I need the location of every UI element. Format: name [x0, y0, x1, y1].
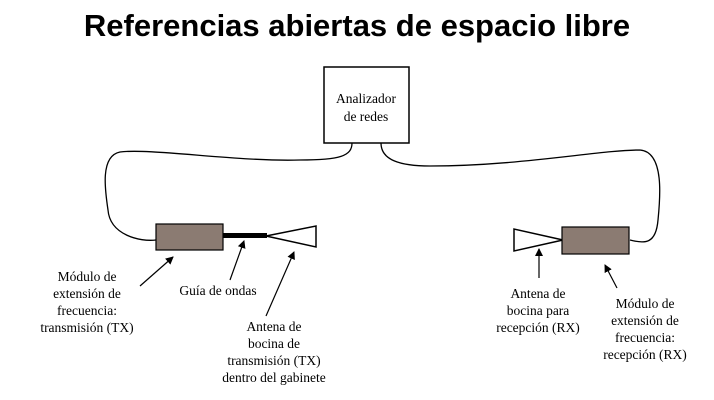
rx-horn-antenna	[513, 228, 564, 252]
network-analyzer-label: Analizador de redes	[336, 91, 396, 124]
arrow-rx-module	[604, 264, 618, 289]
waveguide-label: Guía de ondas	[179, 283, 257, 298]
rx-antenna-label: Antena de bocina para recepción (RX)	[496, 286, 580, 335]
diagram-title: Referencias abiertas de espacio libre	[83, 8, 631, 43]
arrow-tx-antenna	[265, 251, 295, 317]
rx-frequency-extension-module	[561, 226, 630, 255]
tx-horn-antenna	[265, 225, 317, 248]
tx-cable	[104, 142, 353, 241]
network-analyzer-box	[323, 66, 410, 144]
rx-module-label: Módulo de extensión de frecuencia: recep…	[603, 296, 687, 362]
waveguide	[223, 233, 267, 238]
tx-frequency-extension-module	[155, 223, 224, 251]
arrow-tx-module	[139, 256, 174, 287]
tx-module-label: Módulo de extensión de frecuencia: trans…	[40, 269, 134, 335]
rx-cable	[380, 142, 661, 243]
arrow-waveguide	[229, 240, 246, 281]
tx-antenna-label: Antena de bocina de transmisión (TX) den…	[222, 319, 326, 385]
